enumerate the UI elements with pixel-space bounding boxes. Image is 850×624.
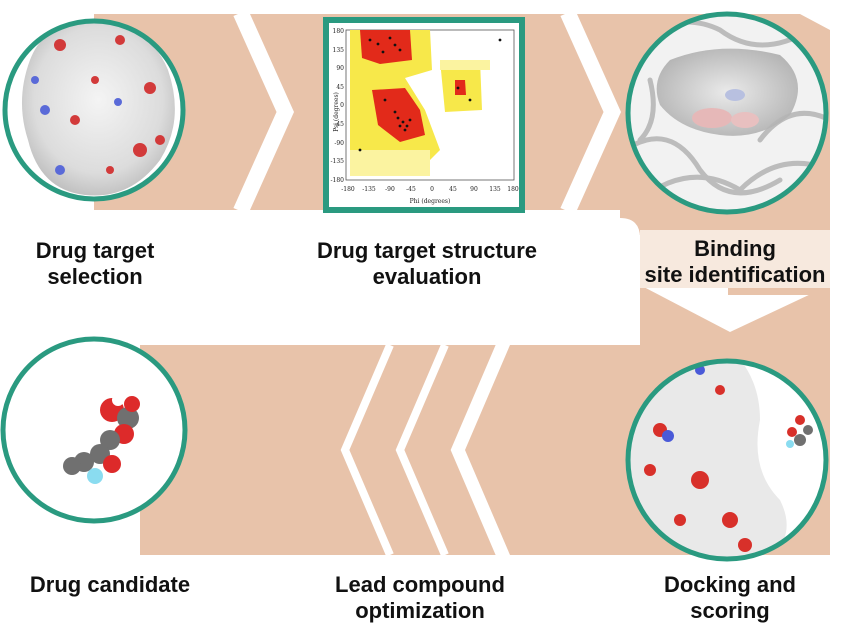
plot-x-tick: 180 xyxy=(507,186,519,193)
binding-pocket-icon xyxy=(625,11,829,215)
plot-x-label: Phi (degrees) xyxy=(410,198,451,205)
plot-y-label: Psi (degrees) xyxy=(333,92,340,132)
step-label-line1: Lead compound xyxy=(335,572,505,597)
plot-x-tick: 135 xyxy=(489,186,501,193)
plot-x-tick: 90 xyxy=(470,186,478,193)
plot-x-tick: 0 xyxy=(430,186,434,193)
plot-y-tick: 135 xyxy=(333,47,345,54)
step-label-target-selection: Drug target selection xyxy=(10,238,180,290)
chevron-left-1 xyxy=(340,343,394,557)
step-label-line2: evaluation xyxy=(372,264,482,289)
center-plate xyxy=(100,218,640,345)
bottom-chevrons xyxy=(340,343,504,557)
step-label-binding-site: Binding site identification xyxy=(640,236,830,288)
step-label-line1: Drug target xyxy=(35,238,155,263)
chevron-right-2 xyxy=(560,11,615,213)
docked-ligand-icon xyxy=(625,358,829,562)
step-label-line2: scoring xyxy=(690,598,770,623)
step-label-docking: Docking and scoring xyxy=(645,572,815,624)
right-connector xyxy=(640,285,830,360)
plot-y-tick: -135 xyxy=(331,158,345,165)
step-label-line2: optimization xyxy=(355,598,485,623)
chevron-left-2 xyxy=(395,343,449,557)
step-label-line1: Docking and xyxy=(663,572,796,597)
step-label-drug-candidate: Drug candidate xyxy=(10,572,210,598)
step-label-line2: selection xyxy=(47,264,143,289)
step-label-line1: Drug target structure xyxy=(316,238,538,263)
plot-y-tick: 180 xyxy=(333,28,345,35)
plot-x-tick: -45 xyxy=(406,186,416,193)
plot-y-tick: 45 xyxy=(336,84,344,91)
bottom-band xyxy=(140,345,500,555)
plot-x-tick: -90 xyxy=(385,186,395,193)
chevron-right-1 xyxy=(233,11,288,213)
chevron-left-3 xyxy=(450,343,504,557)
step-label-line2: site identification xyxy=(644,262,826,287)
plot-x-tick: -135 xyxy=(362,186,376,193)
step-label-line1: Drug candidate xyxy=(29,572,191,597)
plot-y-tick: 90 xyxy=(336,65,344,72)
step-label-lead-optimization: Lead compound optimization xyxy=(300,572,540,624)
ramachandran-plot-icon: Psi (degrees) Phi (degrees) 180 135 90 4… xyxy=(323,17,525,213)
plot-y-tick: -90 xyxy=(334,140,344,147)
plot-y-tick: -180 xyxy=(331,177,345,184)
molecule-icon xyxy=(0,336,188,524)
step-label-line1: Binding xyxy=(694,236,776,261)
top-chevrons xyxy=(233,11,615,213)
plot-y-tick: -45 xyxy=(334,121,344,128)
binding-label-bg xyxy=(640,230,830,288)
plot-y-tick: 0 xyxy=(340,102,344,109)
step-label-structure-evaluation: Drug target structure evaluation xyxy=(282,238,572,290)
protein-surface-icon xyxy=(2,18,186,202)
plot-x-tick: 45 xyxy=(449,186,457,193)
plot-x-tick: -180 xyxy=(341,186,355,193)
